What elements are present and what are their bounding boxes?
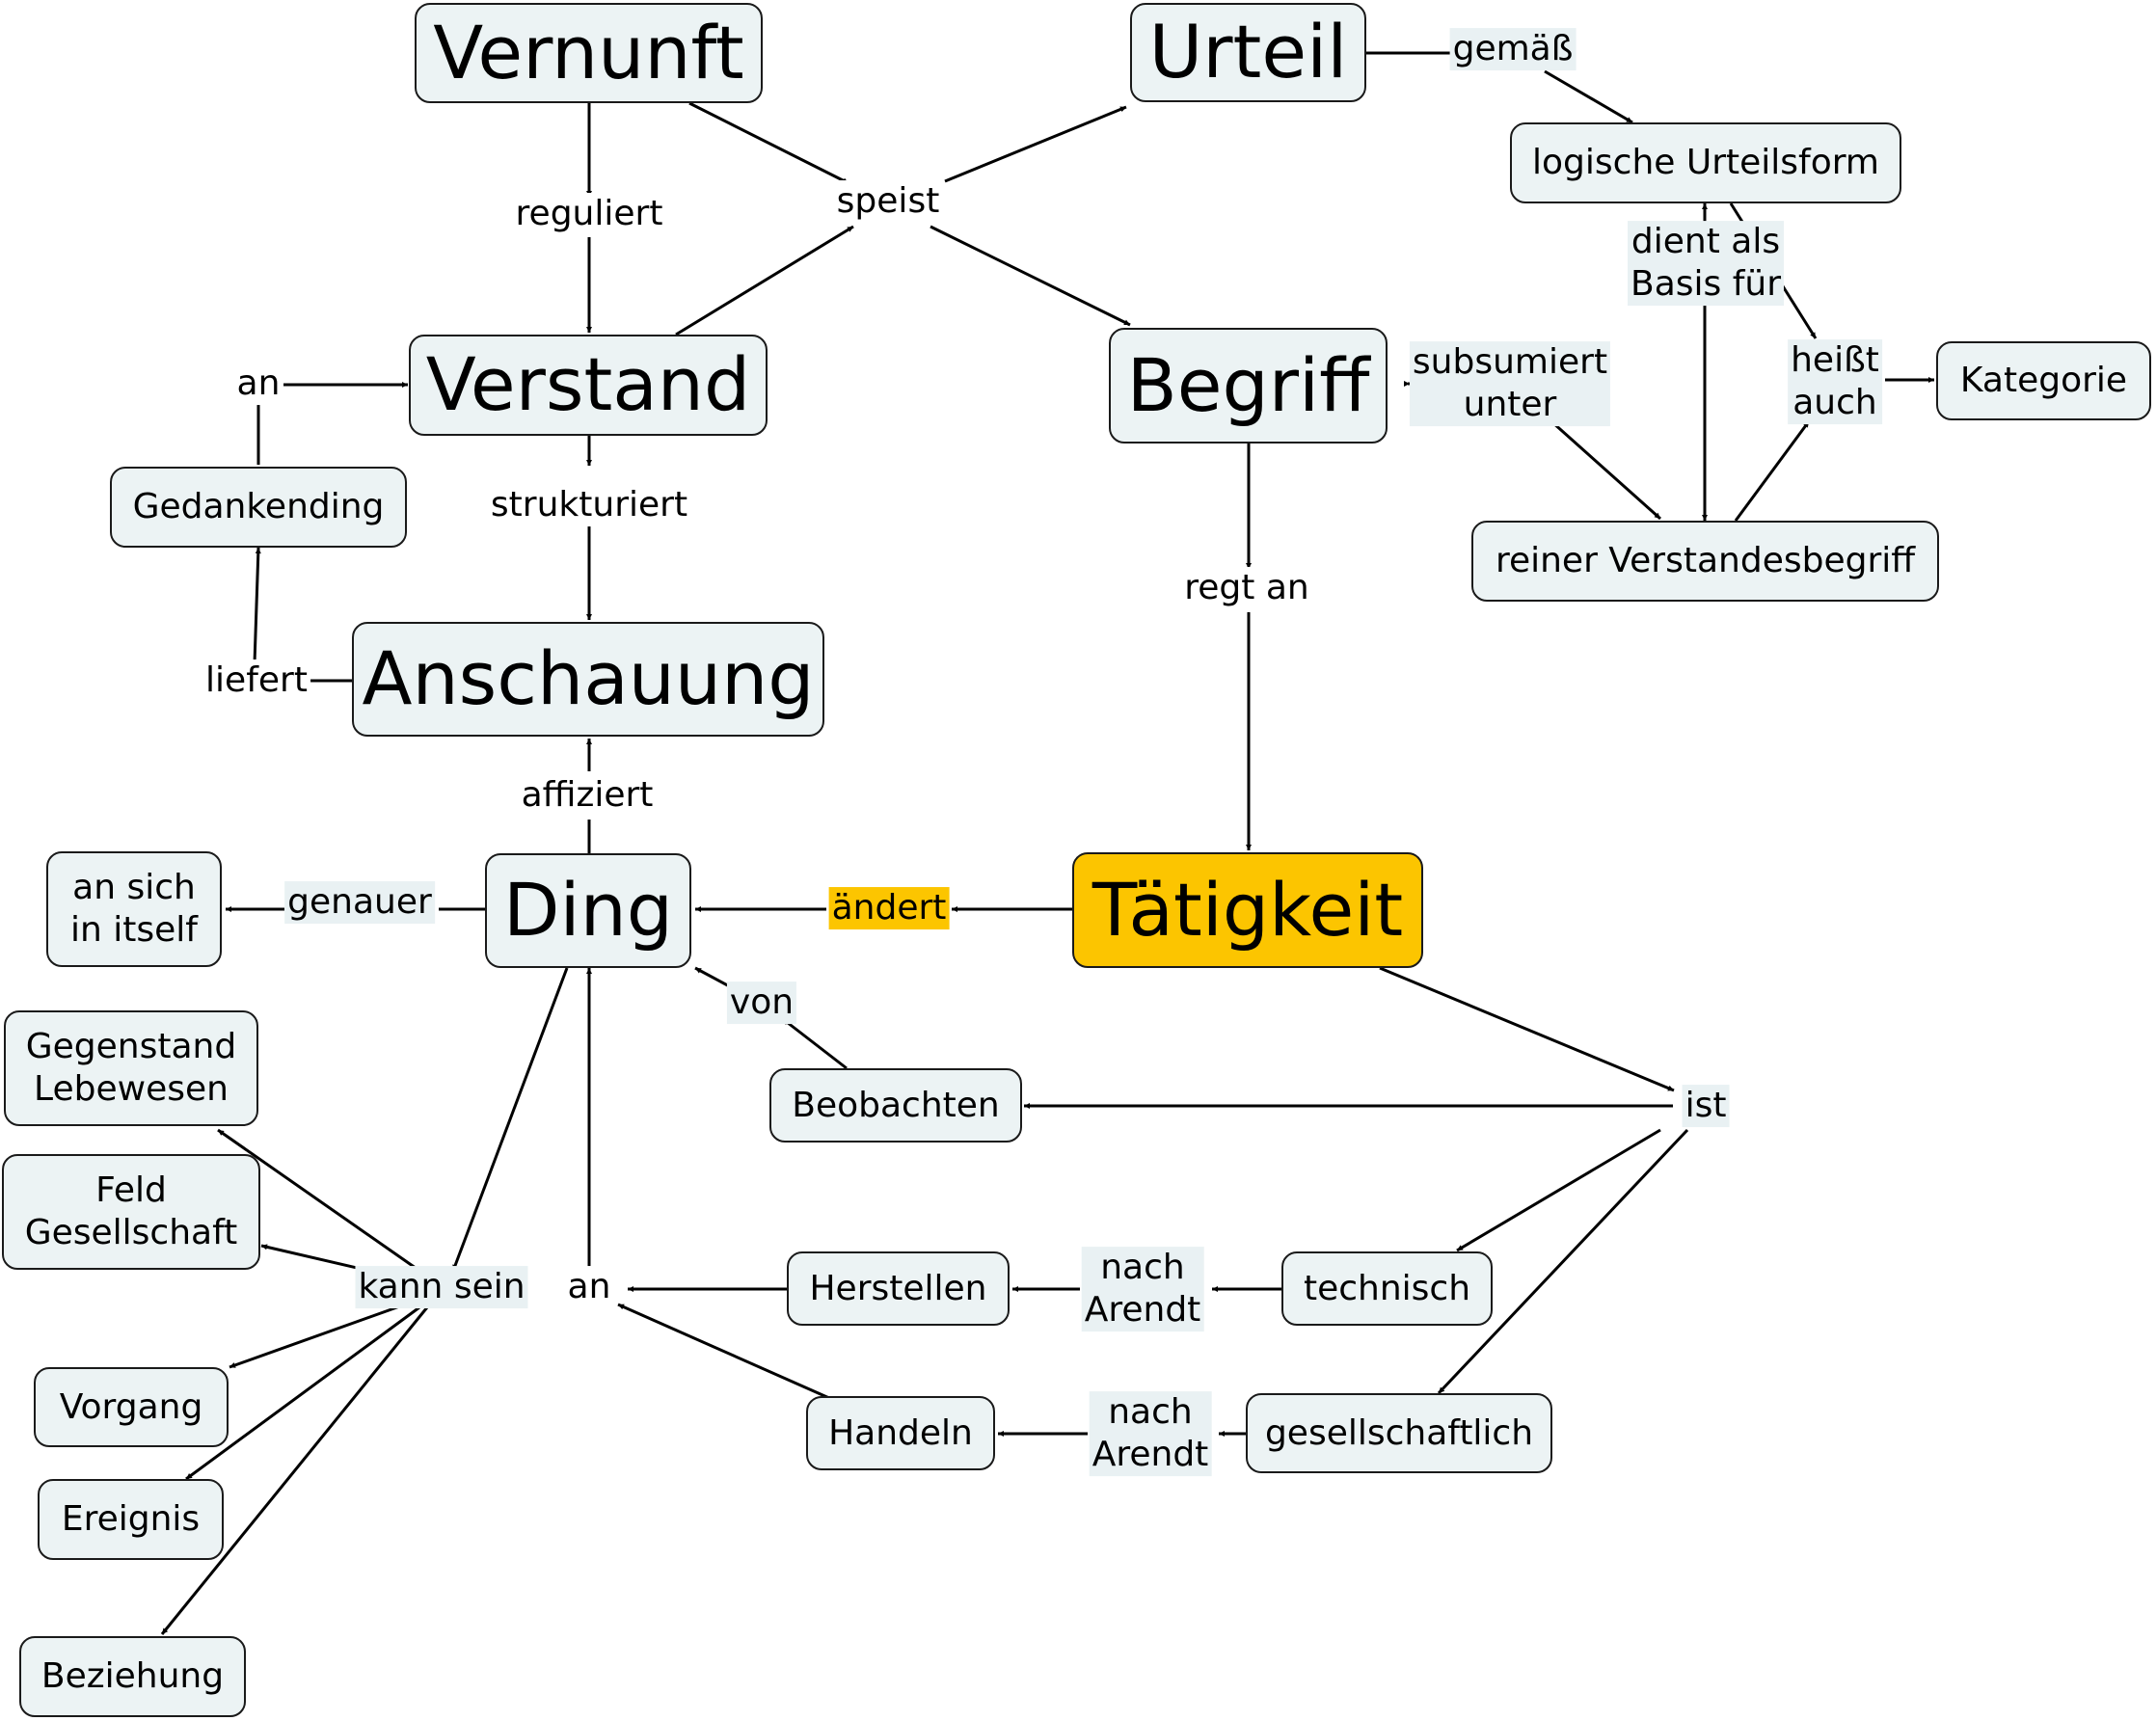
node-an-sich[interactable]: an sich in itself — [46, 851, 222, 967]
label-von: von — [726, 982, 797, 1024]
node-handeln[interactable]: Handeln — [806, 1396, 995, 1470]
node-technisch[interactable]: technisch — [1281, 1251, 1493, 1326]
edge-ist-technisch — [1456, 1128, 1661, 1252]
node-ding[interactable]: Ding — [485, 853, 691, 968]
label-regt-an: regt an — [1181, 567, 1312, 609]
edge-kannsein-vorgang — [229, 1303, 406, 1369]
node-anschauung[interactable]: Anschauung — [352, 622, 824, 737]
node-vorgang[interactable]: Vorgang — [34, 1367, 229, 1447]
edge-kannsein-gegenstand — [217, 1128, 423, 1275]
node-reiner-verstandesbegriff[interactable]: reiner Verstandesbegriff — [1471, 521, 1939, 602]
edge-ding-kannsein — [451, 967, 569, 1272]
label-strukturiert: strukturiert — [487, 484, 691, 526]
label-affiziert: affiziert — [518, 774, 657, 817]
node-beobachten[interactable]: Beobachten — [769, 1068, 1022, 1143]
label-ist: ist — [1682, 1085, 1730, 1127]
node-gegenstand[interactable]: Gegenstand Lebewesen — [4, 1010, 258, 1126]
edge-subsumiert-verstandesbegriff — [1551, 420, 1661, 521]
label-liefert: liefert — [202, 659, 310, 702]
edge-handeln-an — [617, 1303, 830, 1400]
node-taetigkeit[interactable]: Tätigkeit — [1072, 852, 1423, 968]
edge-ist-gesellschaftlich — [1437, 1128, 1689, 1395]
label-an-verstand: an — [233, 363, 283, 405]
node-herstellen[interactable]: Herstellen — [787, 1251, 1010, 1326]
label-reguliert: reguliert — [512, 193, 666, 235]
node-feld[interactable]: Feld Gesellschaft — [2, 1154, 260, 1270]
node-gesellschaftlich[interactable]: gesellschaftlich — [1246, 1393, 1552, 1473]
label-nach-arendt-2: nach Arendt — [1089, 1391, 1212, 1476]
edge-speist-urteil — [944, 105, 1127, 183]
edge-beobachten-von — [782, 1017, 848, 1070]
label-nach-arendt-1: nach Arendt — [1081, 1247, 1204, 1331]
edge-verstandesbegriff-heisst — [1734, 420, 1811, 522]
label-gemaess: gemäß — [1449, 28, 1577, 70]
label-subsumiert: subsumiert unter — [1409, 341, 1611, 426]
edge-kannsein-ereignis — [185, 1305, 420, 1481]
edge-kannsein-beziehung — [160, 1306, 429, 1635]
node-beziehung[interactable]: Beziehung — [19, 1636, 246, 1717]
node-logische-urteilsform[interactable]: logische Urteilsform — [1510, 122, 1901, 203]
node-vernunft[interactable]: Vernunft — [415, 3, 763, 103]
label-speist: speist — [833, 180, 943, 223]
node-kategorie[interactable]: Kategorie — [1936, 341, 2151, 420]
edge-liefert-gedankending — [253, 547, 261, 664]
edge-taetigkeit-ist — [1379, 966, 1675, 1092]
node-gedankending[interactable]: Gedankending — [110, 467, 407, 548]
node-ereignis[interactable]: Ereignis — [38, 1479, 224, 1560]
label-genauer: genauer — [284, 881, 435, 924]
label-kann-sein: kann sein — [355, 1266, 528, 1308]
edge-vernunft-speist — [688, 101, 849, 185]
label-an-ding: an — [564, 1266, 614, 1308]
label-heisst-auch: heißt auch — [1788, 339, 1882, 424]
edge-gemaess-urteilsform — [1544, 69, 1633, 124]
label-dient-als: dient als Basis für — [1627, 221, 1785, 306]
edge-speist-begriff — [930, 225, 1131, 327]
node-verstand[interactable]: Verstand — [409, 335, 768, 436]
node-urteil[interactable]: Urteil — [1130, 3, 1366, 102]
node-begriff[interactable]: Begriff — [1109, 328, 1388, 444]
edge-verstand-speist — [675, 225, 854, 336]
label-aendert: ändert — [828, 887, 950, 929]
edge-kannsein-feld — [260, 1244, 370, 1273]
